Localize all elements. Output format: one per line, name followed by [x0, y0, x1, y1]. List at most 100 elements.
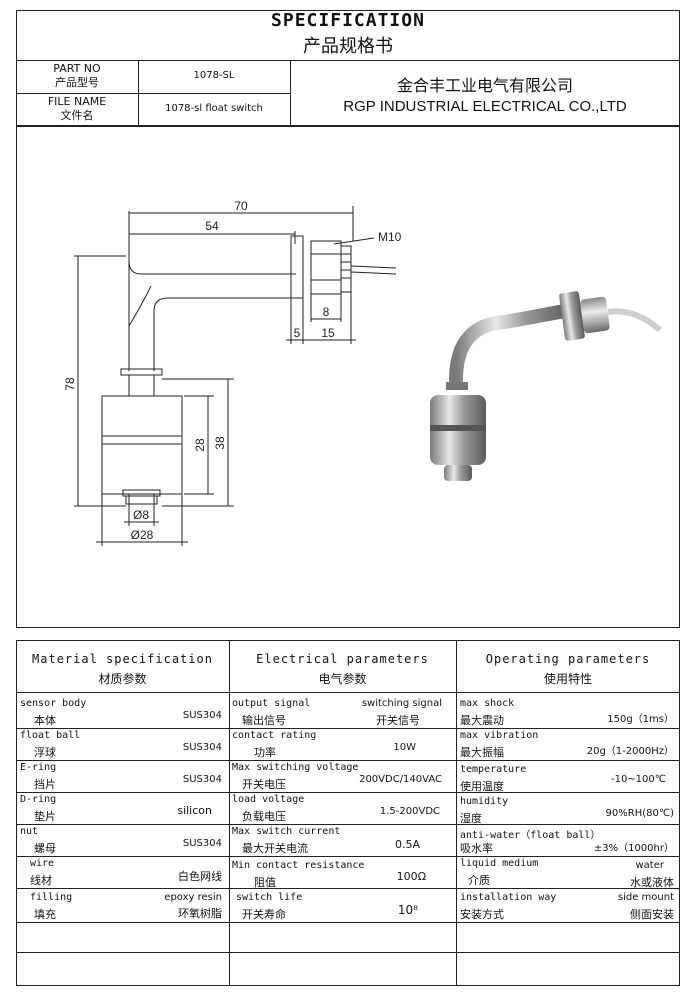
electrical-row: Min contact resistance 阻值 100Ω	[232, 858, 452, 889]
part-no-label-en: PART NO	[53, 62, 101, 75]
electrical-row-label-en: Max switching voltage	[232, 762, 359, 773]
file-name-value: 1078-sl float switch	[165, 103, 263, 114]
operating-row-label-en: liquid medium	[460, 858, 539, 869]
material-row-label-en: wire	[30, 858, 55, 869]
title-block: SPECIFICATION 产品规格书	[16, 0, 680, 60]
electrical-row-label-en: output signal	[232, 698, 311, 709]
title-en: SPECIFICATION	[271, 10, 425, 31]
col-header-operating: Operating parameters 使用特性	[456, 652, 680, 687]
header-row-divider	[16, 93, 290, 94]
material-row-value: SUS304	[182, 742, 222, 753]
part-no-label: PART NO 产品型号	[16, 62, 138, 90]
material-row: sensor body 本体 SUS304	[20, 696, 224, 727]
operating-row-label-cn: 使用温度	[460, 780, 504, 793]
drawing-frame	[16, 126, 680, 628]
electrical-row-label-en: contact rating	[232, 730, 317, 741]
col-header-operating-en: Operating parameters	[485, 652, 651, 666]
operating-row-label-en: anti-water（float ball）	[460, 830, 601, 841]
operating-row-value: 90%RH(80℃)	[605, 808, 674, 819]
dim-70: 70	[234, 199, 248, 213]
col-header-material-cn: 材质参数	[98, 672, 147, 686]
company-cn: 金合丰工业电气有限公司	[396, 76, 573, 95]
material-row-label-cn: 填充	[34, 908, 56, 921]
company-en: RGP INDUSTRIAL ELECTRICAL CO.,LTD	[343, 98, 627, 115]
material-row-label-en: filling	[30, 892, 73, 903]
product-photo	[430, 291, 662, 481]
dim-78: 78	[63, 377, 77, 391]
material-row: D-ring 垫片 silicon	[20, 794, 224, 824]
electrical-row-value: 1.5-200VDC	[379, 806, 440, 817]
technical-drawing: 70 54 M10 8 5 15 78 28 38 Ø8 Ø28	[63, 199, 402, 546]
electrical-row: Max switching voltage 开关电压 200VDC/140VAC	[232, 762, 452, 792]
material-row: wire 线材 白色网线	[20, 858, 224, 888]
dim-m10: M10	[378, 230, 402, 244]
row-divider	[16, 856, 680, 857]
title-cn: 产品规格书	[303, 36, 393, 57]
header-frame	[16, 10, 680, 126]
operating-row: liquid medium 介质 water 水或液体	[460, 858, 676, 889]
operating-row-label-cn: 湿度	[460, 812, 482, 825]
operating-row-value: 150g（1ms）	[607, 714, 674, 725]
col-header-operating-cn: 使用特性	[543, 672, 592, 686]
file-name-label-en: FILE NAME	[47, 95, 107, 108]
dim-15: 15	[321, 326, 335, 340]
row-divider	[16, 888, 680, 889]
electrical-row: Max switch current 最大开关电流 0.5A	[232, 826, 452, 856]
material-row-label-en: D-ring	[20, 794, 57, 805]
dim-28-vertical: 28	[193, 438, 207, 452]
material-row-label-en: E-ring	[20, 762, 57, 773]
material-row-label-en: float ball	[20, 730, 81, 741]
material-row-value-en: epoxy resin	[164, 892, 222, 903]
row-divider	[16, 952, 680, 953]
electrical-row-label-cn: 开关电压	[242, 778, 286, 791]
file-name-label: FILE NAME 文件名	[16, 95, 138, 123]
operating-row-label-en: max shock	[460, 698, 515, 709]
electrical-row-label-cn: 输出信号	[242, 714, 286, 727]
material-row-value: SUS304	[182, 838, 222, 849]
operating-row-label-cn: 最大振幅	[460, 746, 504, 759]
material-row-value: silicon	[177, 804, 212, 817]
col-header-electrical: Electrical parameters 电气参数	[229, 652, 456, 687]
row-divider	[16, 792, 680, 793]
operating-row-value: -10~100℃	[610, 774, 666, 785]
material-row-value: SUS304	[182, 710, 222, 721]
operating-row-label-cn: 介质	[468, 874, 490, 887]
material-row-label-cn: 挡片	[34, 778, 56, 791]
row-divider	[16, 728, 680, 729]
electrical-row: output signal 输出信号 switching signal 开关信号	[232, 696, 452, 727]
operating-row-label-cn: 安装方式	[460, 908, 504, 921]
part-no-label-cn: 产品型号	[55, 76, 99, 89]
material-row-label-cn: 垫片	[34, 810, 56, 823]
operating-row-label-en: temperature	[460, 764, 527, 775]
dim-5: 5	[294, 326, 301, 340]
operating-row-value-en: water	[635, 860, 665, 871]
operating-row-label-en: installation way	[460, 892, 557, 903]
operating-row-value: ±3%（1000hr）	[593, 843, 674, 854]
material-row-label-cn: 浮球	[34, 746, 56, 759]
electrical-row-label-cn: 负载电压	[242, 810, 286, 823]
operating-row-value-en: side mount	[617, 892, 674, 903]
material-row: filling 填充 epoxy resin 环氧树脂	[20, 890, 224, 921]
electrical-row-label-cn: 最大开关电流	[242, 842, 308, 855]
dim-phi28: Ø28	[131, 528, 154, 542]
operating-row: max vibration 最大振幅 20g（1-2000Hz）	[460, 730, 676, 760]
material-row-label-cn: 本体	[34, 714, 56, 727]
operating-row-label-cn: 最大震动	[460, 714, 504, 727]
operating-row-value: 20g（1-2000Hz）	[586, 746, 674, 757]
header-divider	[16, 60, 680, 61]
operating-row-label-en: max vibration	[460, 730, 539, 741]
col-header-electrical-en: Electrical parameters	[256, 652, 429, 666]
file-name-label-cn: 文件名	[60, 109, 94, 122]
electrical-row-label-cn: 功率	[254, 746, 276, 759]
material-row-label-en: nut	[20, 826, 39, 837]
electrical-row-label-en: Min contact resistance	[232, 860, 365, 871]
row-divider	[16, 922, 680, 923]
part-no-value: 1078-SL	[193, 70, 235, 81]
operating-row-label-en: humidity	[460, 796, 509, 807]
electrical-row: switch life 开关寿命 10⁸	[232, 890, 452, 921]
material-row-label-en: sensor body	[20, 698, 87, 709]
operating-row-value: 水或液体	[630, 876, 674, 889]
material-row-value: 白色网线	[178, 870, 222, 883]
table-col-divider-1	[229, 640, 230, 986]
col-header-material: Material specification 材质参数	[16, 652, 229, 687]
